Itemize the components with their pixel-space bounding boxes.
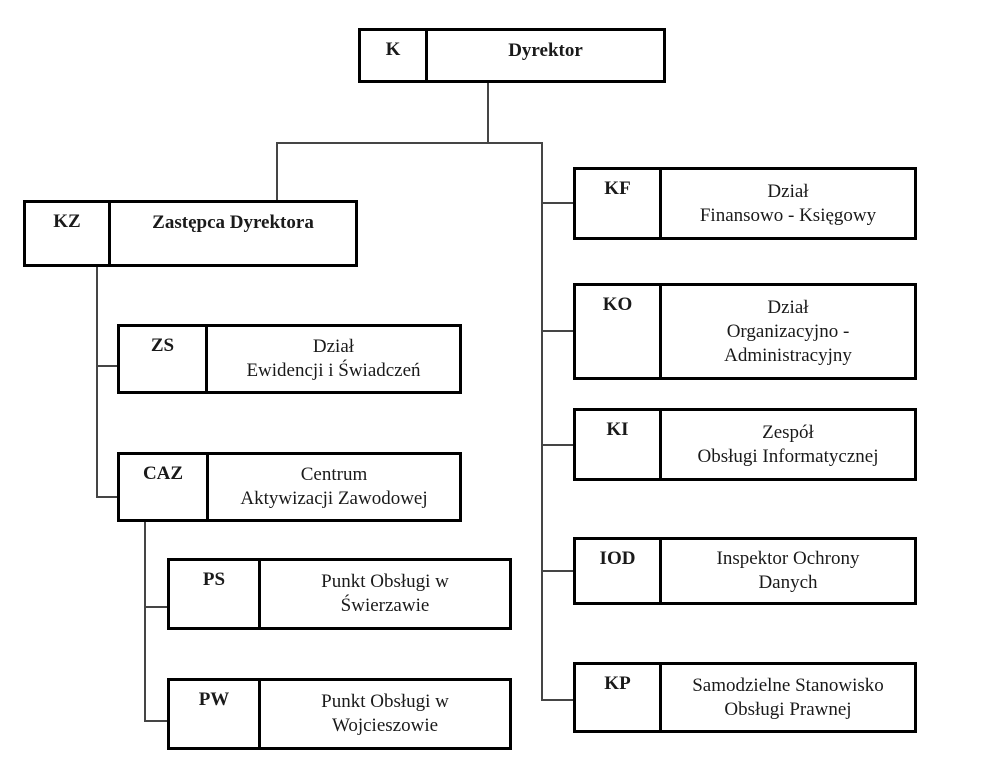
org-box-dzial-ewidencji: ZS Dział Ewidencji i Świadczeń [117,324,462,394]
org-box-dzial-organizacyjno-administracyjny: KO Dział Organizacyjno - Administracyjny [573,283,917,380]
connector-dyrektor-drop [487,83,489,143]
org-box-inspektor-ochrony-danych: IOD Inspektor Ochrony Danych [573,537,917,605]
org-box-stanowisko-obslugi-prawnej-code: KP [604,673,631,694]
connector-caz-trunk [144,522,146,722]
org-box-punkt-swierzawa: PS Punkt Obsługi w Świerzawie [167,558,512,630]
connector-stub-ps [144,606,167,608]
connector-stub-ko [541,330,573,332]
org-box-centrum-aktywizacji-label: Centrum Aktywizacji Zawodowej [206,455,459,519]
connector-main-horizontal [276,142,543,144]
connector-kz-trunk [96,267,98,498]
org-box-dzial-organizacyjno-administracyjny-label: Dział Organizacyjno - Administracyjny [659,286,914,377]
org-box-dzial-finansowo-ksiegowy: KF Dział Finansowo - Księgowy [573,167,917,240]
org-box-centrum-aktywizacji: CAZ Centrum Aktywizacji Zawodowej [117,452,462,522]
org-box-zastepca-dyrektora-label: Zastępca Dyrektora [108,203,355,264]
connector-kz-drop [276,142,278,200]
org-box-zespol-obslugi-informatycznej: KI Zespół Obsługi Informatycznej [573,408,917,481]
connector-stub-zs [96,365,117,367]
connector-stub-pw [144,720,167,722]
org-box-stanowisko-obslugi-prawnej: KP Samodzielne Stanowisko Obsługi Prawne… [573,662,917,733]
org-box-dzial-finansowo-ksiegowy-label: Dział Finansowo - Księgowy [659,170,914,237]
org-box-punkt-wojcieszow-label: Punkt Obsługi w Wojcieszowie [258,681,509,747]
org-box-centrum-aktywizacji-code: CAZ [142,463,184,484]
connector-stub-ki [541,444,573,446]
org-box-punkt-swierzawa-label: Punkt Obsługi w Świerzawie [258,561,509,627]
org-box-stanowisko-obslugi-prawnej-label: Samodzielne Stanowisko Obsługi Prawnej [659,665,914,730]
connector-stub-kp [541,699,573,701]
org-box-zespol-obslugi-informatycznej-label: Zespół Obsługi Informatycznej [659,411,914,478]
org-box-dzial-ewidencji-label: Dział Ewidencji i Świadczeń [205,327,459,391]
org-box-zastepca-dyrektora: KZ Zastępca Dyrektora [23,200,358,267]
connector-stub-kf [541,202,573,204]
org-box-dzial-finansowo-ksiegowy-code: KF [604,178,631,199]
org-box-dzial-organizacyjno-administracyjny-code: KO [602,294,633,315]
connector-stub-caz [96,496,117,498]
connector-stub-iod [541,570,573,572]
org-box-inspektor-ochrony-danych-code: IOD [599,548,636,569]
org-box-dyrektor-label: Dyrektor [425,31,663,80]
org-box-dyrektor: K Dyrektor [358,28,666,83]
org-box-dzial-ewidencji-code: ZS [150,335,175,356]
connector-right-trunk [541,142,543,701]
org-box-zastepca-dyrektora-code: KZ [53,211,81,232]
org-box-punkt-wojcieszow-code: PW [198,689,230,710]
org-box-punkt-swierzawa-code: PS [202,569,226,590]
org-box-dyrektor-code: K [385,39,401,60]
org-box-punkt-wojcieszow: PW Punkt Obsługi w Wojcieszowie [167,678,512,750]
org-box-inspektor-ochrony-danych-label: Inspektor Ochrony Danych [659,540,914,602]
org-box-zespol-obslugi-informatycznej-code: KI [606,419,629,440]
